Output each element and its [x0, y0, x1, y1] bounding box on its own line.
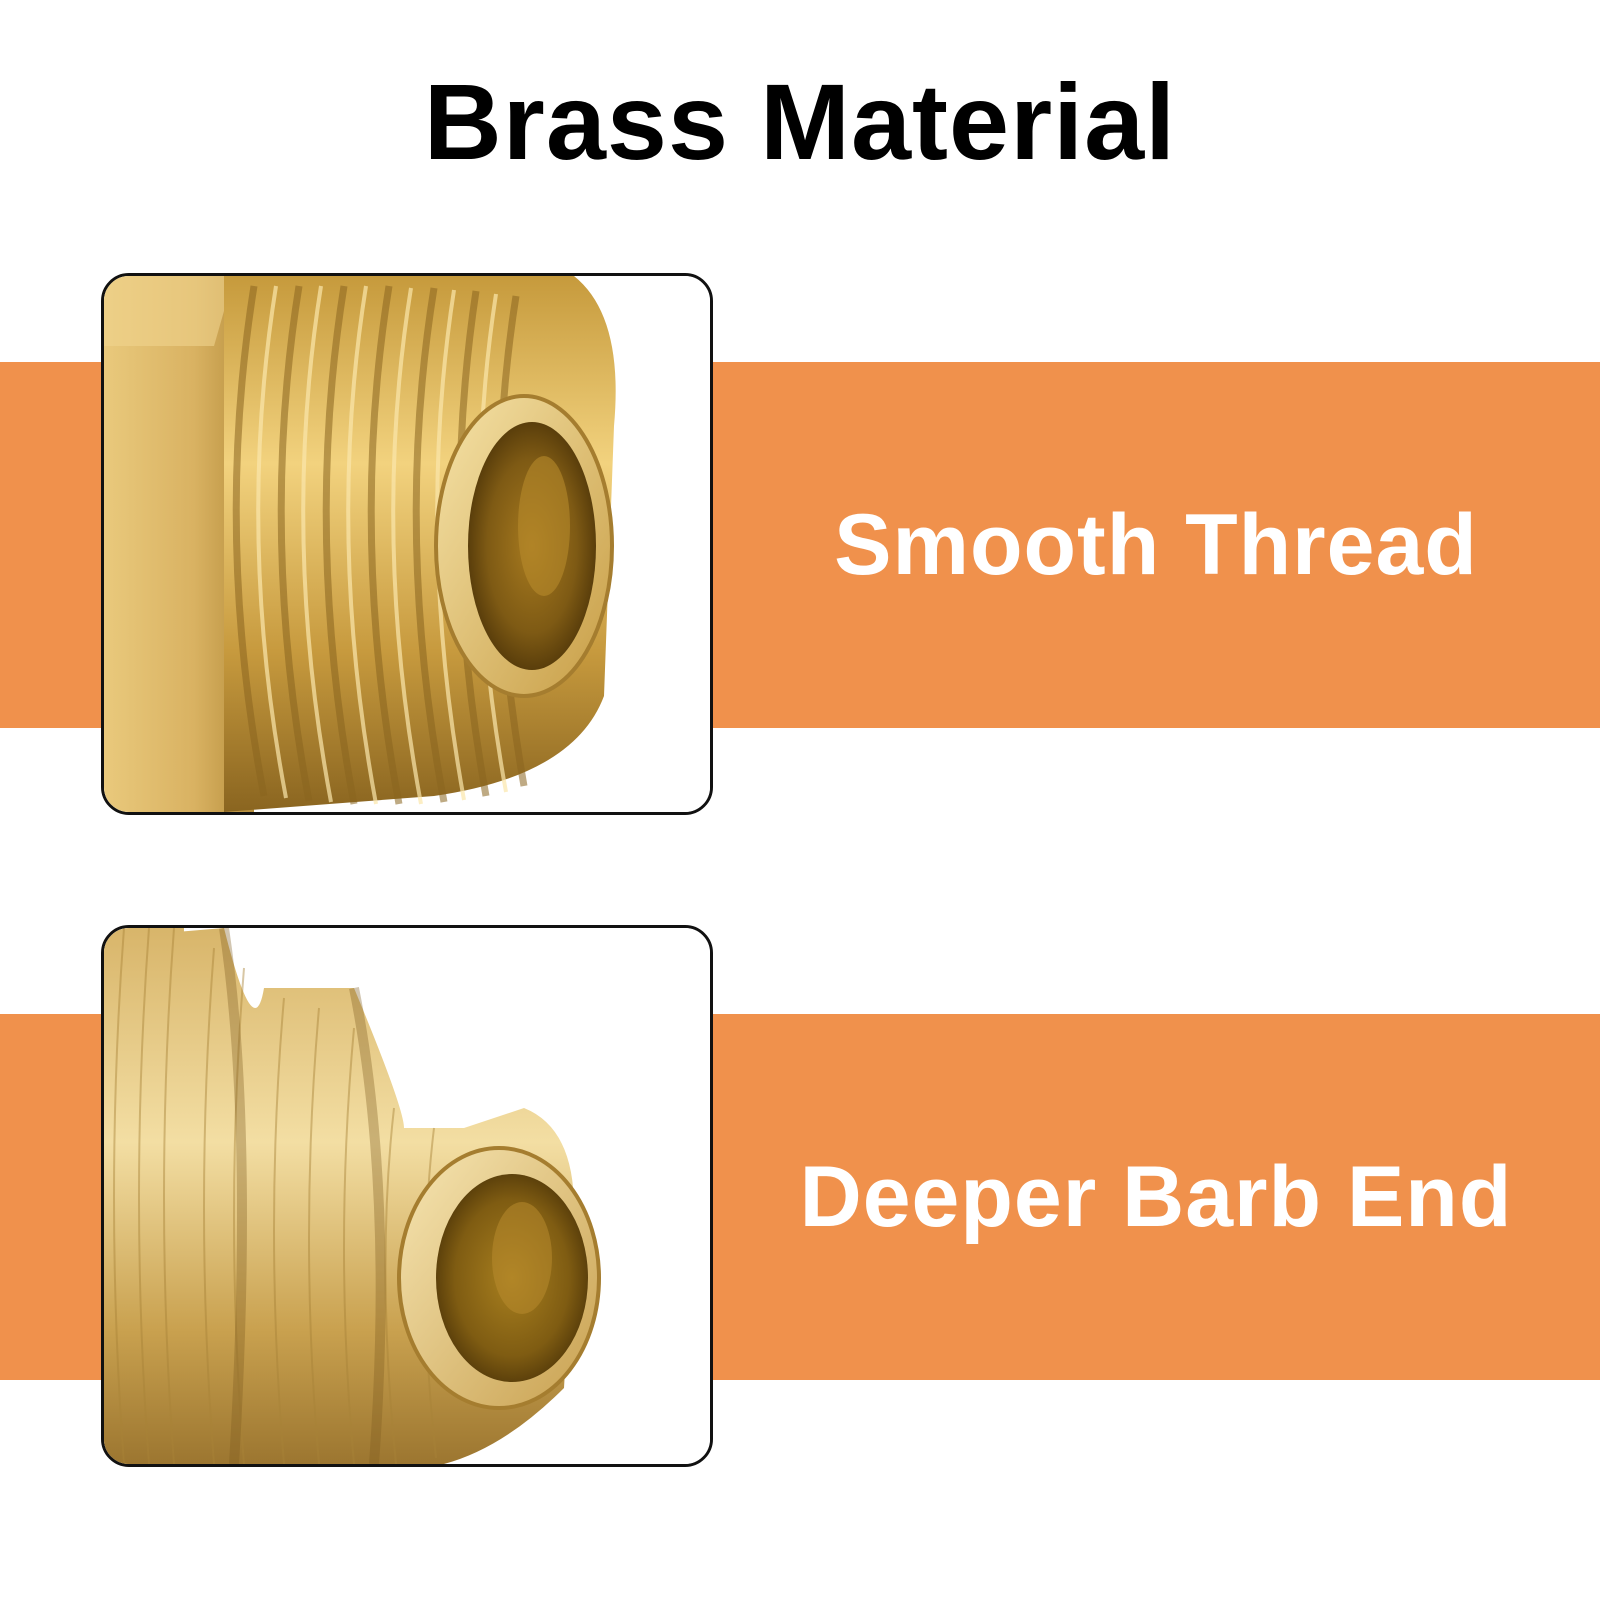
page-title: Brass Material	[423, 61, 1177, 182]
feature-label: Smooth Thread	[834, 496, 1478, 593]
barb-fitting-photo	[101, 925, 713, 1467]
threaded-fitting-photo	[101, 273, 713, 815]
feature-label: Deeper Barb End	[799, 1148, 1513, 1245]
